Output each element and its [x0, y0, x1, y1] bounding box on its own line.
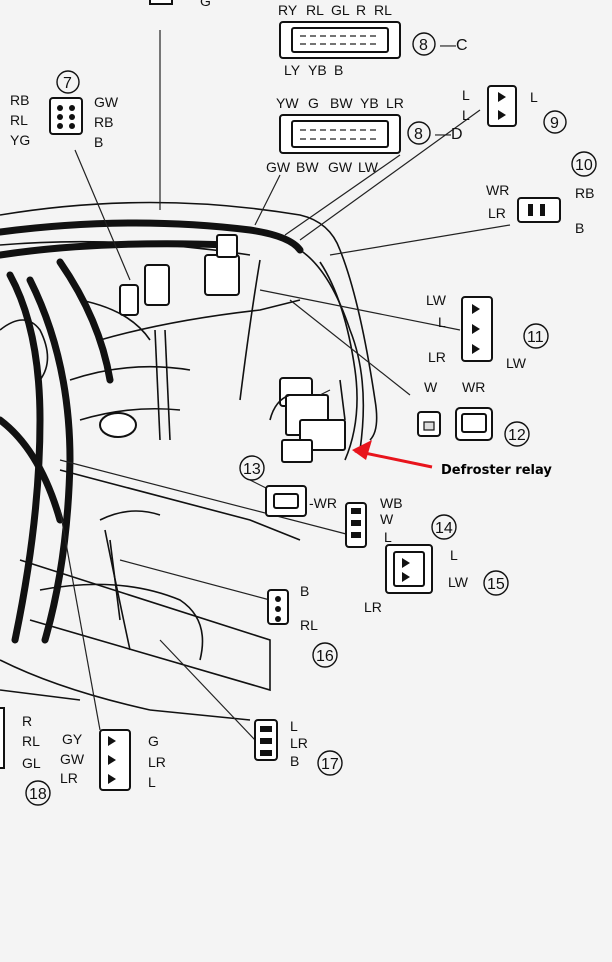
c8d-top-3: BW — [330, 95, 353, 111]
c14-label-2: W — [380, 511, 394, 527]
c15-right-2: LW — [448, 574, 469, 590]
c11-left-2: L — [438, 314, 446, 330]
c8d-bottom-1: GW — [266, 159, 291, 175]
c14-label-1: WB — [380, 495, 403, 511]
c18-right-1: G — [148, 733, 159, 749]
c8c-bottom-1: LY — [284, 62, 301, 78]
c8d-top-2: G — [308, 95, 319, 111]
c18-right-2: LR — [148, 754, 166, 770]
connector-11-number: 11 — [527, 329, 544, 346]
connector-12: W WR 12 — [417, 379, 530, 447]
c10-left-1: WR — [486, 182, 509, 198]
connector-14-number: 14 — [435, 520, 453, 537]
defroster-relay-label: Defroster relay — [441, 463, 552, 478]
c18-edge-1: R — [22, 713, 32, 729]
c18-edge-3: GL — [22, 755, 41, 771]
c7-left-3: YG — [10, 132, 30, 148]
c17-label-2: LR — [290, 735, 308, 751]
c18-edge-2: RL — [22, 733, 40, 749]
c10-left-2: LR — [488, 205, 506, 221]
c7-right-2: RB — [94, 114, 113, 130]
connector-18: GY GW LR G LR L R RL GL 18 — [0, 707, 166, 806]
c18-right-3: L — [148, 774, 156, 790]
top-partial-label: G — [200, 0, 211, 9]
connector-9: L L L 9 — [462, 85, 567, 134]
c7-right-1: GW — [94, 94, 119, 110]
annotation-arrowhead — [352, 440, 372, 460]
connector-16-number: 16 — [316, 648, 334, 665]
c10-right-1: RB — [575, 185, 594, 201]
connector-14: WB W L 14 — [345, 495, 457, 548]
c18-left-2: GW — [60, 751, 85, 767]
c8c-top-5: RL — [374, 2, 392, 18]
c15-bottom-1: LR — [364, 599, 382, 615]
c8d-bottom-2: BW — [296, 159, 319, 175]
c7-left-2: RL — [10, 112, 28, 128]
c7-right-3: B — [94, 134, 103, 150]
c15-right-1: L — [450, 547, 458, 563]
c9-left-1: L — [462, 87, 470, 103]
c8c-top-3: GL — [331, 2, 350, 18]
c12-label-1: W — [424, 379, 438, 395]
c8c-top-2: RL — [306, 2, 324, 18]
connector-17-number: 17 — [321, 756, 339, 773]
connector-8c: RY RL GL R RL LY YB B 8 —C — [278, 2, 468, 78]
c11-left-3: LR — [428, 349, 446, 365]
connector-17: L LR B 17 — [254, 718, 343, 776]
c12-label-2: WR — [462, 379, 485, 395]
connector-10: 10 WR LR RB B — [486, 151, 597, 236]
connector-16: B RL 16 — [267, 583, 338, 668]
dashboard-harness-illustration — [0, 201, 378, 721]
connector-8d: YW G BW YB LR GW BW GW LW 8 —D — [266, 95, 463, 175]
c8d-top-1: YW — [276, 95, 299, 111]
c14-label-3: L — [384, 529, 392, 545]
c8d-top-4: YB — [360, 95, 379, 111]
connector-12-number: 12 — [508, 427, 526, 444]
c8d-top-5: LR — [386, 95, 404, 111]
c18-left-3: LR — [60, 770, 78, 786]
c8c-bottom-2: YB — [308, 62, 327, 78]
connector-18-number: 18 — [29, 786, 47, 803]
c8d-bottom-3: GW — [328, 159, 353, 175]
c7-left-1: RB — [10, 92, 29, 108]
connector-13: 13 -WR — [239, 455, 337, 517]
c11-left-1: LW — [426, 292, 447, 308]
c18-left-1: GY — [62, 731, 83, 747]
defroster-relay — [269, 377, 346, 463]
c8c-top-1: RY — [278, 2, 298, 18]
connector-8d-suffix: —D — [435, 126, 463, 143]
connector-8c-suffix: —C — [440, 37, 468, 54]
connector-8d-number: 8 — [414, 126, 423, 143]
c8c-bottom-3: B — [334, 62, 343, 78]
connector-8c-number: 8 — [419, 37, 428, 54]
c9-right-1: L — [530, 89, 538, 105]
c10-right-2: B — [575, 220, 584, 236]
c8c-top-4: R — [356, 2, 366, 18]
connector-15-number: 15 — [487, 576, 505, 593]
connector-15: L LW LR 15 — [364, 544, 509, 615]
connector-7: 7 RB RL YG GW RB B — [10, 70, 119, 150]
c9-left-2: L — [462, 107, 470, 123]
connector-10-number: 10 — [575, 157, 593, 174]
connector-11: LW L LR LW 11 — [426, 292, 549, 371]
defroster-relay-annotation: Defroster relay — [352, 440, 552, 478]
c16-label-1: B — [300, 583, 309, 599]
c13-label: -WR — [309, 495, 337, 511]
leader-lines — [59, 30, 511, 741]
c11-right-1: LW — [506, 355, 527, 371]
top-partial-connector: G — [149, 0, 211, 9]
connector-13-number: 13 — [243, 461, 261, 478]
c8d-bottom-4: LW — [358, 159, 379, 175]
c17-label-3: B — [290, 753, 299, 769]
connector-7-number: 7 — [63, 75, 72, 92]
c17-label-1: L — [290, 718, 298, 734]
c16-label-2: RL — [300, 617, 318, 633]
connector-9-number: 9 — [550, 115, 559, 132]
